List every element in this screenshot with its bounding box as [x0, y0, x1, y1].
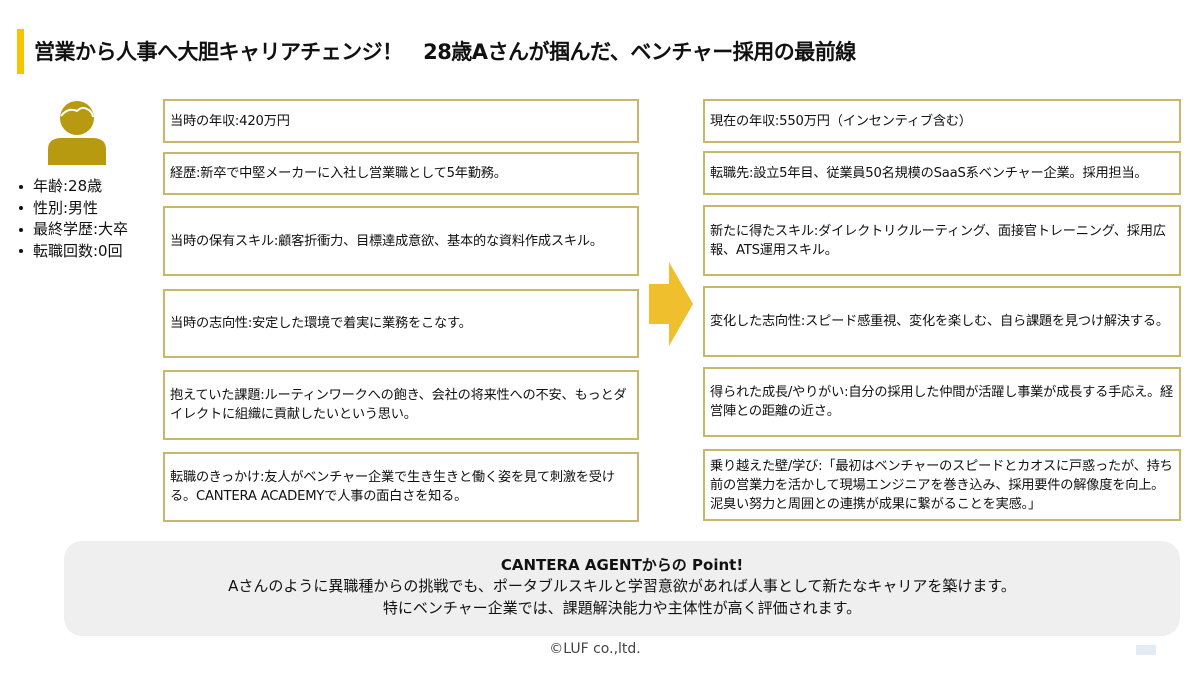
after-salary-box: 現在の年収:550万円（インセンティブ含む） [703, 99, 1181, 143]
profile-item-education: 最終学歴:大卒 [18, 219, 128, 241]
after-company-box: 転職先:設立5年目、従業員50名規模のSaaS系ベンチャー企業。採用担当。 [703, 151, 1181, 195]
profile-list: 年齢:28歳 性別:男性 最終学歴:大卒 転職回数:0回 [18, 176, 128, 262]
agent-point-panel: CANTERA AGENTからの Point! Aさんのように異職種からの挑戦で… [64, 541, 1180, 636]
after-skills-box: 新たに得たスキル:ダイレクトリクルーティング、面接官トレーニング、採用広報、AT… [703, 205, 1181, 276]
after-learning-box: 乗り越えた壁/学び:「最初はベンチャーのスピードとカオスに戸惑ったが、持ち前の営… [703, 449, 1181, 521]
before-career-box: 経歴:新卒で中堅メーカーに入社し営業職として5年勤務。 [163, 152, 639, 195]
point-line-1: Aさんのように異職種からの挑戦でも、ポータブルスキルと学習意欲があれば人事として… [228, 577, 1016, 595]
point-title: CANTERA AGENTからの Point! [500, 556, 744, 574]
before-salary-box: 当時の年収:420万円 [163, 99, 639, 143]
person-icon [48, 101, 106, 165]
before-trigger-box: 転職のきっかけ:友人がベンチャー企業で生き生きと働く姿を見て刺激を受ける。CAN… [163, 452, 639, 522]
copyright-text: ©LUF co.,ltd. [549, 641, 641, 657]
point-line-2: 特にベンチャー企業では、課題解決能力や主体性が高く評価されます。 [382, 599, 862, 617]
after-growth-box: 得られた成長/やりがい:自分の採用した仲間が活躍し事業が成長する手応え。経営陣と… [703, 367, 1181, 437]
profile-item-age: 年齢:28歳 [18, 176, 128, 198]
arrow-right-icon [649, 262, 693, 346]
profile-item-gender: 性別:男性 [18, 198, 128, 220]
before-orientation-box: 当時の志向性:安定した環境で着実に業務をこなす。 [163, 289, 639, 358]
bullet-icon [19, 206, 23, 211]
title-accent-bar [17, 29, 24, 74]
corner-mark [1136, 645, 1156, 655]
bullet-icon [19, 249, 23, 254]
bullet-icon [19, 227, 23, 232]
before-issues-box: 抱えていた課題:ルーティンワークへの飽き、会社の将来性への不安、もっとダイレクト… [163, 370, 639, 440]
before-skills-box: 当時の保有スキル:顧客折衝力、目標達成意欲、基本的な資料作成スキル。 [163, 206, 639, 276]
profile-item-job-changes: 転職回数:0回 [18, 241, 128, 263]
after-orientation-box: 変化した志向性:スピード感重視、変化を楽しむ、自ら課題を見つけ解決する。 [703, 286, 1181, 357]
bullet-icon [19, 184, 23, 189]
page-title: 営業から人事へ大胆キャリアチェンジ！ 28歳Aさんが掴んだ、ベンチャー採用の最前… [34, 40, 856, 64]
